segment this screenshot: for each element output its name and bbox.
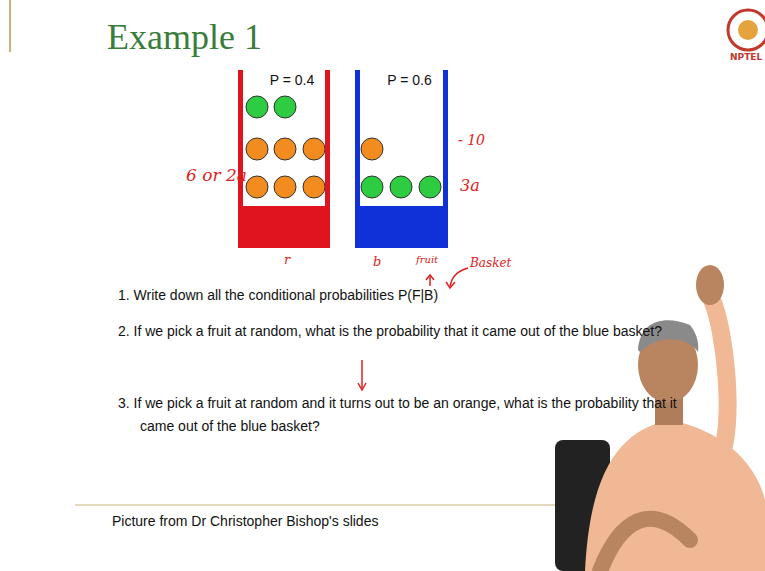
handwritten-note: r (284, 252, 290, 267)
orange (274, 176, 296, 198)
orange (303, 176, 325, 198)
hand (600, 519, 690, 571)
basket-outline (236, 68, 332, 250)
arm (712, 300, 728, 460)
probability-label: P = 0.4 (236, 68, 348, 88)
handwritten-note: 3a (460, 176, 480, 195)
orange (303, 138, 325, 160)
orange (361, 138, 383, 160)
apple (246, 96, 268, 118)
probability-label: P = 0.6 (353, 68, 466, 88)
annotation-arrow (358, 383, 366, 390)
handwritten-note: Basket (470, 256, 511, 270)
orange (274, 138, 296, 160)
apple (419, 176, 441, 198)
handwritten-note: b (373, 254, 381, 269)
image-credit: Picture from Dr Christopher Bishop's sli… (112, 513, 378, 529)
annotation-arrow (429, 276, 431, 286)
handwritten-note: 6 or 2a (186, 165, 247, 185)
handwritten-note: - 10 (458, 132, 485, 148)
annotation-arrow (361, 360, 363, 388)
logo-core (738, 20, 758, 40)
handwritten-note: fruit (416, 254, 438, 265)
logo-ring (728, 10, 765, 50)
shirt (585, 420, 765, 571)
hand (696, 265, 724, 305)
apple (390, 176, 412, 198)
orange (246, 138, 268, 160)
question-item: 3. If we pick a fruit at random and it t… (118, 392, 680, 438)
question-item: 2. If we pick a fruit at random, what is… (118, 320, 680, 343)
basket-outline (353, 68, 450, 250)
basket: P = 0.6 (353, 68, 466, 250)
basket-part (355, 206, 448, 248)
slide-rule (75, 505, 565, 506)
apple (361, 176, 383, 198)
basket: P = 0.4 (236, 68, 348, 250)
annotation-arrow (450, 268, 468, 286)
basket-part (238, 206, 330, 248)
logo-text: NPTEL (730, 52, 762, 62)
lecturer-figure (555, 265, 765, 571)
annotation-arrow (446, 282, 455, 288)
slide-title: Example 1 (107, 16, 262, 58)
annotation-arrow (426, 275, 434, 280)
apple (274, 96, 296, 118)
slide-rule (9, 0, 11, 52)
question-item: 1. Write down all the conditional probab… (118, 284, 680, 307)
orange (246, 176, 268, 198)
